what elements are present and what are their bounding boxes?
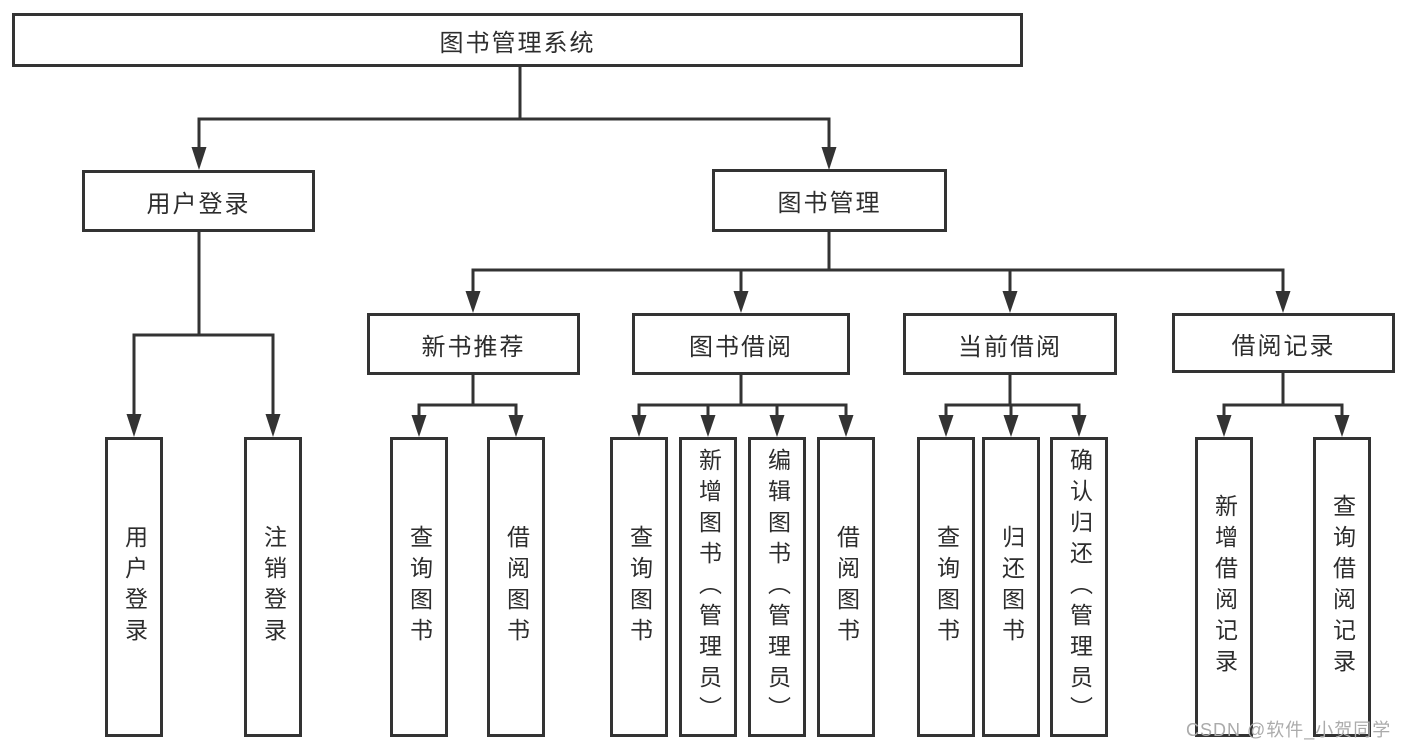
node-library-system: 图书管理系统 [12, 13, 1023, 67]
leaf-label: 确认归还（管理员） [1066, 447, 1093, 727]
leaf-label: 借阅图书 [503, 525, 530, 649]
leaf-newrec-query-books: 查询图书 [390, 437, 448, 737]
node-book-borrowing: 图书借阅 [632, 313, 850, 375]
node-user-login: 用户登录 [82, 170, 315, 232]
node-label: 用户登录 [146, 190, 251, 218]
csdn-watermark: CSDN @软件_小贺同学 [1186, 720, 1392, 740]
leaf-records-add-record: 新增借阅记录 [1195, 437, 1253, 737]
leaf-logout: 注销登录 [244, 437, 302, 737]
connector-user-login-to-children [126, 232, 281, 437]
leaf-label: 查询图书 [626, 525, 653, 649]
leaf-label: 编辑图书（管理员） [764, 447, 791, 727]
leaf-newrec-borrow-books: 借阅图书 [487, 437, 545, 737]
leaf-label: 新增图书（管理员） [695, 447, 722, 727]
leaf-label: 新增借阅记录 [1211, 494, 1238, 680]
node-label: 新书推荐 [421, 333, 526, 361]
node-current-borrowing: 当前借阅 [903, 313, 1117, 375]
leaf-borrow-borrow-books: 借阅图书 [817, 437, 875, 737]
leaf-borrow-add-book-admin: 新增图书（管理员） [679, 437, 737, 737]
node-label: 借阅记录 [1231, 332, 1336, 360]
connector-root-to-level2 [191, 67, 837, 170]
node-new-book-recommend: 新书推荐 [367, 313, 580, 375]
node-book-management: 图书管理 [712, 169, 947, 232]
leaf-current-confirm-return-admin: 确认归还（管理员） [1050, 437, 1108, 737]
leaf-label: 注销登录 [260, 525, 287, 649]
connector-current-borrow-to-children [938, 375, 1087, 437]
node-label: 图书借阅 [689, 333, 793, 361]
connector-new-rec-to-children [411, 375, 524, 437]
leaf-records-query-record: 查询借阅记录 [1313, 437, 1371, 737]
connector-records-to-children [1216, 373, 1350, 437]
node-label: 当前借阅 [958, 333, 1062, 361]
node-label: 图书管理系统 [439, 29, 596, 57]
leaf-label: 借阅图书 [833, 525, 860, 649]
leaf-borrow-edit-book-admin: 编辑图书（管理员） [748, 437, 806, 737]
leaf-current-query-books: 查询图书 [917, 437, 975, 737]
leaf-label: 查询图书 [406, 525, 433, 649]
leaf-label: 查询借阅记录 [1329, 494, 1356, 680]
connector-book-mgmt-to-level3 [465, 232, 1291, 313]
node-label: 图书管理 [777, 190, 882, 217]
leaf-current-return-books: 归还图书 [982, 437, 1040, 737]
leaf-label: 归还图书 [998, 525, 1025, 649]
connector-book-borrow-to-children [631, 375, 854, 437]
leaf-label: 用户登录 [121, 525, 148, 649]
node-borrowing-records: 借阅记录 [1172, 313, 1395, 373]
leaf-borrow-query-books: 查询图书 [610, 437, 668, 737]
leaf-label: 查询图书 [933, 525, 960, 649]
leaf-user-login: 用户登录 [105, 437, 163, 737]
